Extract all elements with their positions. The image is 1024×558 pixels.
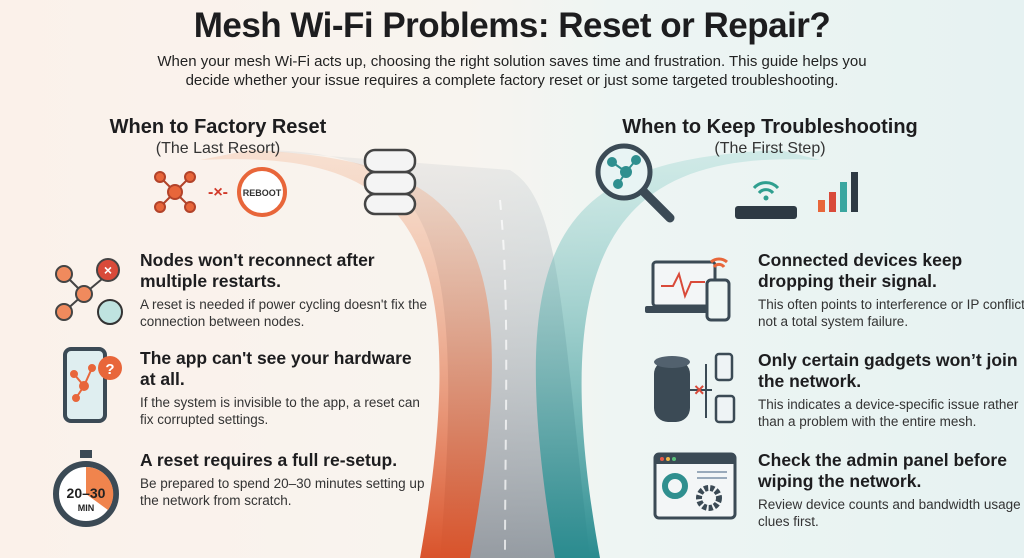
signal-bars-icon (818, 172, 858, 212)
timer-label: 20–30 (67, 485, 106, 501)
network-nodes-icon (154, 171, 196, 213)
item-title: Nodes won't reconnect after multiple res… (140, 250, 375, 291)
item-title: Connected devices keep dropping their si… (758, 250, 963, 291)
reboot-label: REBOOT (243, 188, 282, 198)
reset-header-icons: -×- REBOOT (154, 167, 287, 217)
item-title: Only certain gadgets won’t join the netw… (758, 350, 1018, 391)
timer-unit: MIN (78, 503, 95, 513)
reboot-icon: REBOOT (237, 167, 287, 217)
phone-question-icon: ? (63, 347, 122, 423)
item-title: Check the admin panel before wiping the … (758, 450, 1007, 491)
svg-text:×: × (104, 262, 112, 278)
item-desc: A reset is needed if power cycling doesn… (140, 297, 427, 329)
item-title: A reset requires a full re-setup. (140, 450, 398, 470)
left-heading: When to Factory Reset (109, 116, 327, 138)
item-desc: This often points to interference or IP … (758, 297, 1024, 329)
item-desc: Be prepared to spend 20–30 minutes setti… (140, 476, 425, 508)
router-wifi-icon (735, 181, 797, 219)
database-icon (363, 148, 417, 216)
admin-panel-icon (653, 452, 737, 520)
left-item-1: Nodes won't reconnect after multiple res… (140, 250, 430, 330)
speaker-devices-icon: × (654, 352, 736, 424)
left-item-2: The app can't see your hardware at all. … (140, 348, 430, 428)
left-subheading: (The Last Resort) (155, 140, 281, 157)
right-item-3: Check the admin panel before wiping the … (758, 450, 1024, 530)
page-title: Mesh Wi-Fi Problems: Reset or Repair? (193, 6, 831, 45)
intro-text: When your mesh Wi-Fi acts up, choosing t… (157, 53, 867, 89)
magnifier-network-icon (595, 143, 675, 223)
svg-text:-×-: -×- (208, 184, 228, 201)
item-desc: If the system is invisible to the app, a… (140, 395, 420, 427)
right-item-2: Only certain gadgets won’t join the netw… (758, 350, 1024, 430)
right-heading: When to Keep Troubleshooting (622, 116, 918, 138)
svg-text:?: ? (105, 361, 114, 378)
network-error-icon: × (55, 258, 123, 325)
item-title: The app can't see your hardware at all. (140, 348, 412, 389)
left-item-3: A reset requires a full re-setup. Be pre… (140, 450, 430, 509)
stopwatch-icon: 20–30 MIN (53, 450, 119, 527)
svg-text:×: × (694, 380, 705, 400)
right-item-1: Connected devices keep dropping their si… (758, 250, 1024, 330)
item-desc: Review device counts and bandwidth usage… (758, 497, 1024, 529)
right-subheading: (The First Step) (714, 140, 826, 157)
item-desc: This indicates a device-specific issue r… (758, 397, 1019, 429)
laptop-signal-icon (645, 257, 731, 322)
